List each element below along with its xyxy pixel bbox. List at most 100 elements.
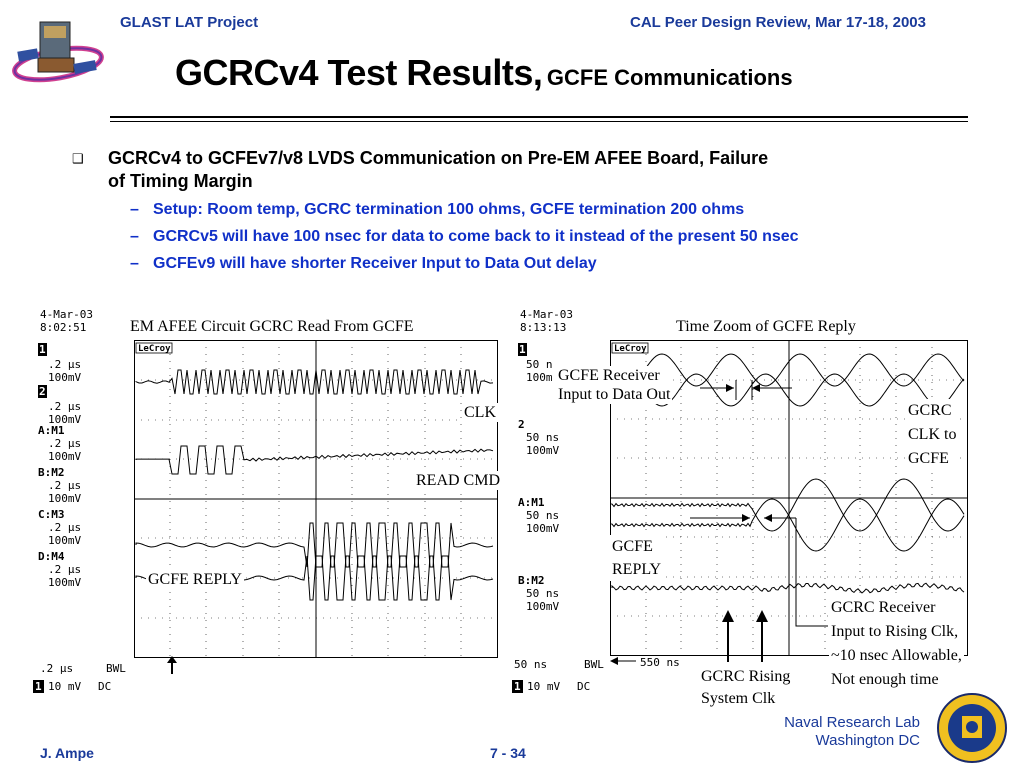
- channel-id: A:M1: [518, 496, 545, 509]
- waveform-gcrc-clk: [611, 353, 965, 387]
- channel-block: 2 50 ns 100mV: [518, 418, 608, 496]
- channel-timediv: 50 ns: [526, 587, 560, 600]
- title-rule-top: [110, 116, 968, 118]
- channel-timediv: .2 µs: [48, 358, 82, 371]
- right-scope-caption: Time Zoom of GCFE Reply: [676, 318, 856, 335]
- left-scope-date: 4-Mar-03: [40, 308, 93, 321]
- label-line: ~10 nsec Allowable,: [831, 647, 962, 664]
- header-review: CAL Peer Design Review, Mar 17-18, 2003: [630, 14, 926, 31]
- left-channel-list: 1 .2 µs 100mV 2 .2 µs 100mV A:M1 .2 µs 1…: [38, 340, 128, 592]
- bullet-main-line1: GCRCv4 to GCFEv7/v8 LVDS Communication o…: [108, 148, 769, 168]
- label-line: REPLY: [612, 561, 662, 578]
- label-line: GCRC Receiver: [831, 599, 936, 616]
- right-waveforms: [611, 353, 965, 594]
- channel-block: D:M4 .2 µs 100mV: [38, 550, 128, 592]
- label-line: GCFE: [612, 538, 653, 555]
- channel-id: A:M1: [38, 424, 65, 437]
- channel-id: 2: [518, 418, 525, 431]
- channel-voltdiv: 100mV: [48, 534, 82, 547]
- label-line: Input to Data Out: [558, 386, 671, 403]
- channel-id: 1: [38, 343, 47, 356]
- left-trigger-volt: 10 mV: [48, 680, 82, 693]
- dash: –: [130, 255, 139, 272]
- left-trigger-arrow-icon: [167, 656, 177, 674]
- waveform-gcfe-reply-zoom: [611, 498, 965, 552]
- channel-block: A:M1 50 ns 100mV: [518, 496, 608, 574]
- channel-timediv: .2 µs: [48, 563, 82, 576]
- left-scope-screen: LeCroy: [134, 340, 498, 658]
- footer-page: 7 - 34: [490, 745, 526, 761]
- channel-block: C:M3 .2 µs 100mV: [38, 508, 128, 550]
- label-gcrc-rising: GCRC Rising System Clk: [699, 666, 793, 710]
- channel-id: 1: [518, 343, 527, 356]
- label-gcfe-reply-zoom: GCFE REPLY: [610, 535, 664, 581]
- sub-bullet-list: –Setup: Room temp, GCRC termination 100 …: [130, 200, 990, 281]
- label-line: GCFE Receiver: [558, 367, 660, 384]
- right-coupling: DC: [577, 680, 591, 693]
- left-scope-time: 8:02:51: [40, 321, 87, 334]
- sub-bullet: –GCFEv9 will have shorter Receiver Input…: [130, 254, 990, 281]
- label-clk: CLK: [462, 403, 498, 422]
- right-trigger-volt: 10 mV: [527, 680, 561, 693]
- slide-title: GCRCv4 Test Results, GCFE Communications: [175, 52, 793, 94]
- label-line: GCRC Rising: [701, 668, 791, 685]
- bullet-main-line2: of Timing Margin: [108, 171, 253, 191]
- channel-block: B:M2 .2 µs 100mV: [38, 466, 128, 508]
- channel-voltdiv: 100mV: [526, 600, 560, 613]
- bullet-main: GCRCv4 to GCFEv7/v8 LVDS Communication o…: [108, 147, 968, 193]
- right-scope-date: 4-Mar-03: [520, 308, 573, 321]
- right-delay: 550 ns: [640, 656, 680, 669]
- title-sub: GCFE Communications: [546, 65, 793, 90]
- channel-voltdiv: 100mV: [48, 413, 82, 426]
- label-line: GCFE: [908, 450, 949, 467]
- channel-block: 2 .2 µs 100mV: [38, 382, 128, 426]
- label-gcrc-receiver: GCRC Receiver Input to Rising Clk, ~10 n…: [829, 596, 964, 692]
- right-bwl: BWL: [584, 658, 604, 671]
- label-gcfe-reply: GCFE REPLY: [146, 570, 244, 589]
- footer-org-line: Naval Research Lab: [784, 714, 920, 731]
- channel-block: 1 .2 µs 100mV: [38, 340, 128, 384]
- sub-bullet-text: GCFEv9 will have shorter Receiver Input …: [153, 255, 597, 272]
- channel-voltdiv: 100mV: [526, 444, 560, 457]
- right-trigger-channel: 1: [512, 680, 523, 693]
- left-bwl: BWL: [106, 662, 126, 675]
- channel-voltdiv: 100m: [526, 371, 553, 384]
- label-line: CLK to: [908, 426, 957, 443]
- sub-bullet-text: Setup: Room temp, GCRC termination 100 o…: [153, 201, 745, 218]
- right-timebase: 50 ns: [514, 658, 548, 671]
- channel-timediv: .2 µs: [48, 479, 82, 492]
- right-scope-time: 8:13:13: [520, 321, 567, 334]
- footer-org: Naval Research Lab Washington DC: [700, 714, 920, 750]
- right-channel-list: 1 50 n 100m 2 50 ns 100mV A:M1 50 ns 100…: [518, 340, 608, 652]
- channel-timediv: .2 µs: [48, 437, 82, 450]
- sub-bullet-text: GCRCv5 will have 100 nsec for data to co…: [153, 228, 799, 245]
- channel-voltdiv: 100mV: [48, 450, 82, 463]
- channel-voltdiv: 100mV: [48, 371, 82, 384]
- label-line: System Clk: [701, 690, 776, 707]
- channel-block: B:M2 50 ns 100mV: [518, 574, 608, 652]
- title-rule-bottom: [110, 121, 968, 122]
- channel-voltdiv: 100mV: [48, 492, 82, 505]
- right-callout-arrows: [610, 380, 828, 665]
- bullet-marker: ❑: [72, 151, 84, 166]
- channel-id: D:M4: [38, 550, 65, 563]
- label-gcrc-clk: GCRC CLK to GCFE: [906, 399, 959, 471]
- channel-timediv: 50 ns: [526, 509, 560, 522]
- sub-bullet: –GCRCv5 will have 100 nsec for data to c…: [130, 227, 990, 254]
- channel-voltdiv: 100mV: [526, 522, 560, 535]
- channel-id: B:M2: [38, 466, 65, 479]
- dash: –: [130, 228, 139, 245]
- waveform-gcfe-reply-zoom: [611, 478, 965, 532]
- glast-satellite-logo: [12, 21, 104, 83]
- waveform-read-cmd: [135, 445, 494, 475]
- sub-bullet: –Setup: Room temp, GCRC termination 100 …: [130, 200, 990, 227]
- label-gcfe-receiver: GCFE Receiver Input to Data Out: [556, 366, 673, 404]
- left-brand: LeCroy: [138, 344, 171, 354]
- dash: –: [130, 201, 139, 218]
- channel-id: 2: [38, 385, 47, 398]
- label-line: Input to Rising Clk,: [831, 623, 959, 640]
- waveform-gcfe-reply: [135, 522, 494, 568]
- channel-timediv: .2 µs: [48, 521, 82, 534]
- header-project: GLAST LAT Project: [120, 14, 259, 31]
- title-main: GCRCv4 Test Results,: [175, 52, 543, 93]
